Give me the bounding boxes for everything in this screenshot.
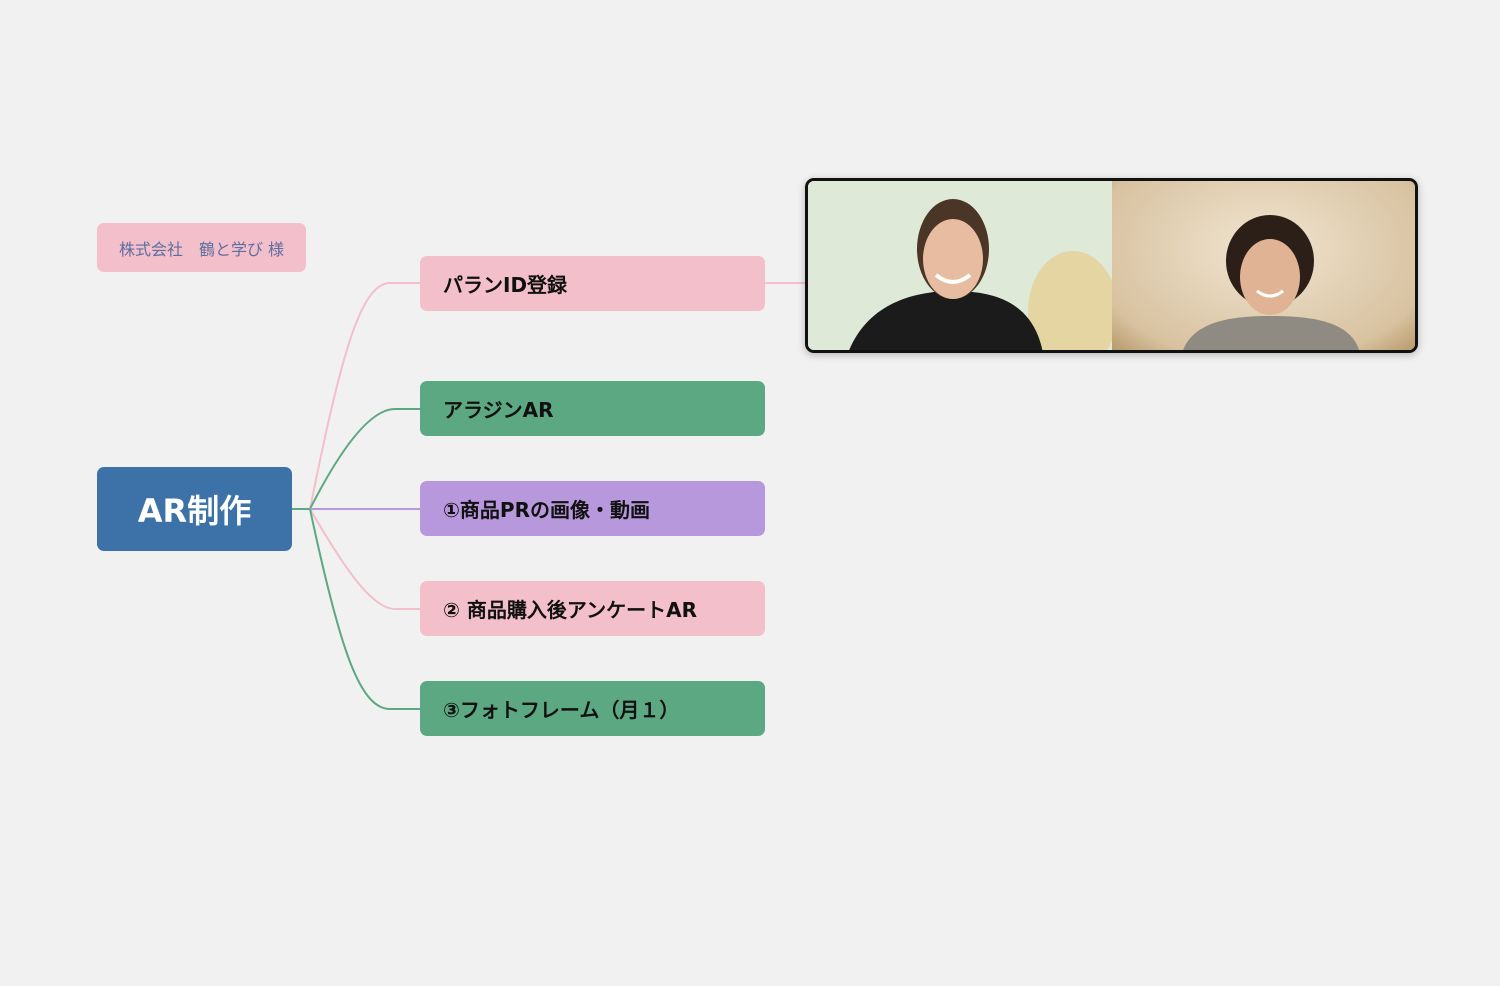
participant-video-1: [808, 181, 1112, 350]
node-product-pr[interactable]: ①商品PRの画像・動画: [420, 481, 765, 536]
node-survey-ar[interactable]: ② 商品購入後アンケートAR: [420, 581, 765, 636]
video-call-window[interactable]: [805, 178, 1418, 353]
node-photo-frame[interactable]: ③フォトフレーム（月１）: [420, 681, 765, 736]
root-node[interactable]: AR制作: [97, 467, 292, 551]
client-name-label[interactable]: 株式会社 鶴と学び 様: [97, 223, 306, 272]
participant-video-2: [1111, 181, 1415, 350]
node-aladdin-ar[interactable]: アラジンAR: [420, 381, 765, 436]
node-palan-id[interactable]: パランID登録: [420, 256, 765, 311]
